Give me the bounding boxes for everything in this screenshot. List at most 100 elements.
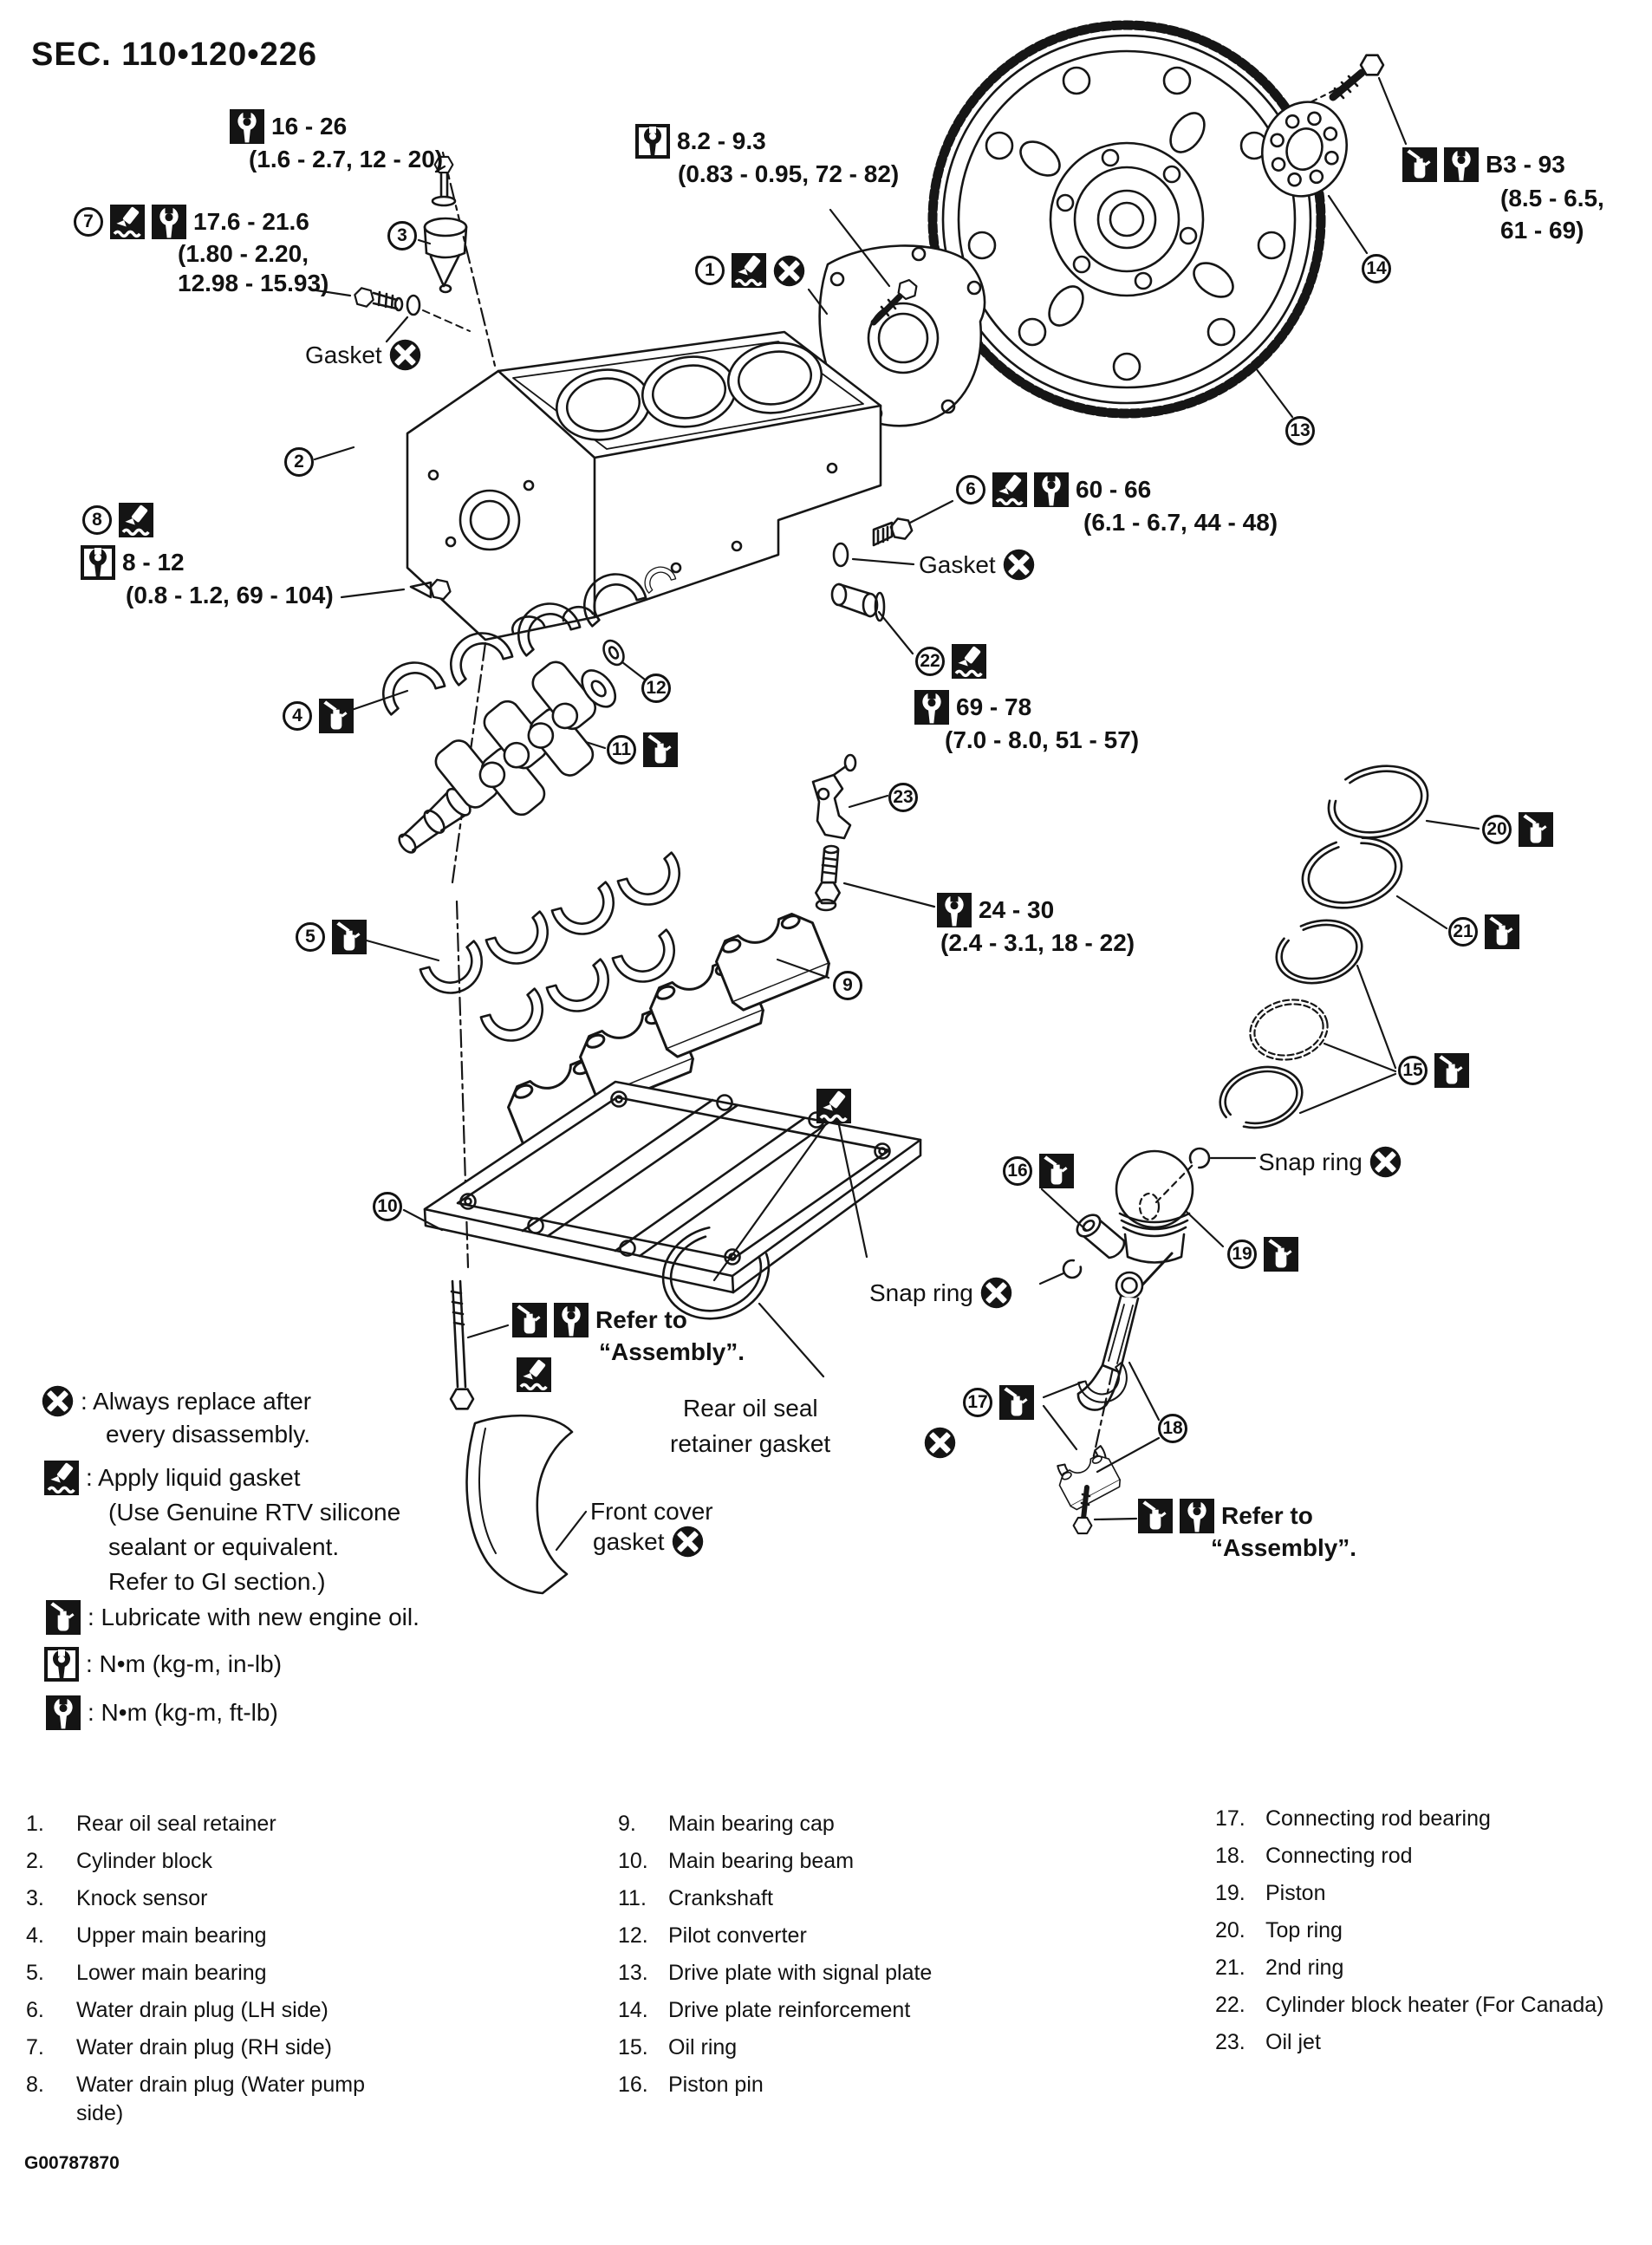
spec-block-heater: 69 - 78(7.0 - 8.0, 51 - 57): [914, 690, 1139, 756]
label-text-line: (0.83 - 0.95, 72 - 82): [678, 160, 900, 187]
oil-lubricate-icon: [512, 1303, 547, 1337]
part-number: 19.: [1215, 1881, 1246, 1905]
part-number: 1.: [26, 1812, 44, 1836]
legend-liquid-gasket: : Apply liquid gasket(Use Genuine RTV si…: [44, 1461, 400, 1599]
callout-drive-plate: 13: [1285, 416, 1315, 446]
label-text: : Lubricate with new engine oil.: [88, 1604, 420, 1630]
liquid-gasket-icon: [992, 472, 1027, 507]
group-drain-plug-wp: 8: [82, 503, 153, 537]
wrench-ftlb-icon: [914, 690, 949, 725]
parts-row-2: 2.Cylinder block: [26, 1847, 381, 1876]
group-rear-oil-seal-retainer: 1: [695, 253, 805, 288]
label-text: : N•m (kg-m, in-lb): [86, 1650, 283, 1677]
part-label: Drive plate reinforcement: [668, 1998, 911, 2022]
part-label: Crankshaft: [668, 1886, 773, 1910]
group-piston: 19: [1227, 1237, 1298, 1272]
label-text: Snap ring: [1259, 1148, 1363, 1175]
wrench-ftlb-icon: [937, 893, 972, 927]
callout-23: 23: [888, 783, 918, 812]
liquid-gasket-icon: [119, 503, 153, 537]
legend-lubricate: : Lubricate with new engine oil.: [46, 1600, 420, 1635]
parts-row-16: 16.Piston pin: [618, 2071, 1034, 2099]
callout-11: 11: [607, 735, 636, 765]
label-text: Refer to: [1221, 1502, 1313, 1529]
icon-liquid-gasket-pan: [517, 1357, 551, 1392]
replace-x-icon: [980, 1277, 1012, 1309]
parts-row-23: 23.Oil jet: [1215, 2028, 1627, 2057]
oil-lubricate-icon: [643, 732, 678, 767]
wrench-inlb-icon: [81, 545, 115, 580]
callout-16: 16: [1003, 1156, 1032, 1186]
label-text: Refer to: [595, 1306, 687, 1333]
label-rear-oil-seal-gasket-1: Rear oil seal: [683, 1395, 818, 1422]
group-2nd-ring: 21: [1448, 914, 1519, 949]
part-label: Main bearing beam: [668, 1849, 855, 1873]
part-label: Connecting rod bearing: [1265, 1806, 1491, 1831]
wrench-ftlb-icon: [46, 1695, 81, 1730]
parts-row-10: 10. Main bearing beam: [618, 1847, 1034, 1876]
oil-lubricate-icon: [1264, 1237, 1298, 1272]
part-number: 10.: [618, 1849, 648, 1873]
label-text-line: (6.1 - 6.7, 44 - 48): [1083, 509, 1278, 536]
callout-4: 4: [283, 701, 312, 731]
group-oil-ring: 15: [1398, 1053, 1469, 1088]
part-number: 5.: [26, 1961, 44, 1985]
parts-row-4: 4.Upper main bearing: [26, 1922, 381, 1950]
callout-cylinder-block: 2: [284, 447, 314, 477]
spec-retainer-bolt: 8.2 - 9.3(0.83 - 0.95, 72 - 82): [635, 124, 899, 190]
liquid-gasket-icon: [517, 1357, 551, 1392]
replace-x-icon: [42, 1385, 74, 1417]
part-number: 21.: [1215, 1955, 1246, 1980]
wrench-ftlb-icon: [230, 109, 264, 144]
part-number: 3.: [26, 1886, 44, 1910]
wrench-inlb-icon: [44, 1647, 79, 1682]
group-top-ring: 20: [1482, 812, 1553, 847]
label-text: 17.6 - 21.6: [193, 208, 309, 235]
oil-lubricate-icon: [46, 1600, 81, 1635]
part-number: 9.: [618, 1812, 636, 1836]
label-text-line: “Assembly”.: [599, 1338, 745, 1365]
part-number: 8.: [26, 2073, 44, 2097]
parts-row-5: 5.Lower main bearing: [26, 1959, 381, 1988]
icon-x-rear-oil-seal-gasket: [924, 1427, 956, 1459]
part-number: 15.: [618, 2035, 648, 2060]
spec-drive-plate-bolt: B3 - 93(8.5 - 6.5,61 - 69): [1402, 147, 1604, 246]
label-text: B3 - 93: [1486, 151, 1565, 178]
parts-row-7: 7.Water drain plug (RH side): [26, 2034, 381, 2062]
parts-row-9: 9. Main bearing cap: [618, 1810, 1034, 1838]
part-number: 11.: [618, 1886, 647, 1910]
piston-rings-art: [1219, 765, 1429, 1129]
label-text: retainer gasket: [670, 1430, 831, 1457]
part-label: Water drain plug (Water pump side): [76, 2073, 365, 2125]
wrench-ftlb-icon: [554, 1303, 589, 1337]
label-text-line: (0.8 - 1.2, 69 - 104): [126, 582, 334, 608]
parts-row-21: 21.2nd ring: [1215, 1954, 1627, 1982]
oil-lubricate-icon: [332, 920, 367, 954]
oil-lubricate-icon: [1402, 147, 1437, 182]
label-gasket-drain-rh: Gasket: [305, 339, 421, 371]
label-text: Rear oil seal: [683, 1395, 818, 1422]
wrench-ftlb-icon: [152, 205, 186, 239]
oil-lubricate-icon: [999, 1385, 1034, 1420]
leader-lines: [309, 76, 1480, 1552]
label-text: 16 - 26: [271, 113, 348, 140]
oil-lubricate-icon: [1519, 812, 1553, 847]
part-number: 12.: [618, 1923, 648, 1948]
part-label: Main bearing cap: [668, 1812, 835, 1836]
callout-20: 20: [1482, 815, 1512, 844]
label-front-cover-gasket-1: Front cover: [590, 1498, 713, 1526]
callout-8: 8: [82, 505, 112, 535]
drain-plug-wp-art: [409, 577, 453, 602]
label-text: 8 - 12: [122, 549, 185, 576]
label-snap-ring-top: Snap ring: [1259, 1146, 1402, 1178]
group-block-heater: 22: [915, 644, 986, 679]
liquid-gasket-icon: [110, 205, 145, 239]
label-text-line: (1.80 - 2.20,: [178, 240, 309, 267]
callout-13: 13: [1285, 416, 1315, 446]
note-refer-assembly-rod: Refer to“Assembly”.: [1138, 1499, 1356, 1563]
main-bearing-beam-art: [423, 1080, 922, 1294]
